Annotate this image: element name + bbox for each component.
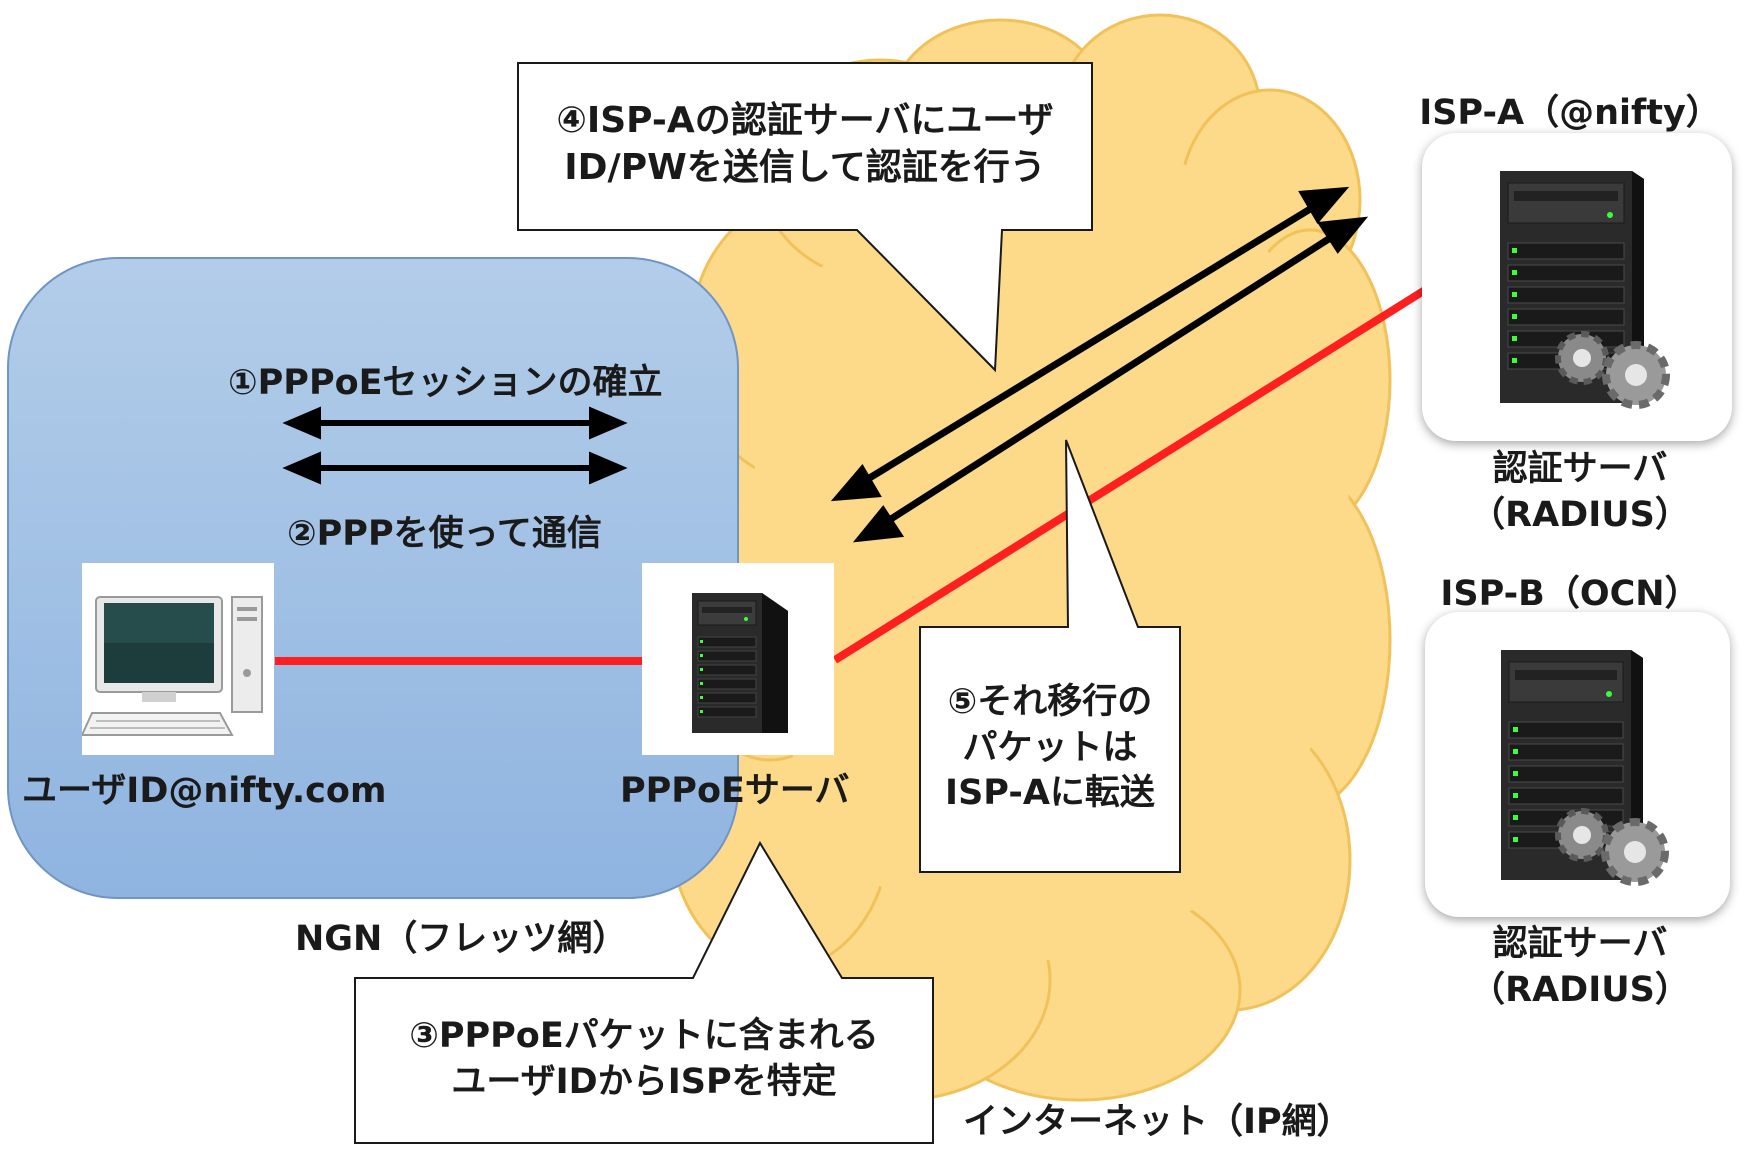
step4-text: ④ISP-Aの認証サーバにユーザ ID/PWを送信して認証を行う (518, 98, 1092, 192)
session-arrow-1 (282, 406, 628, 440)
desktop-computer-icon (80, 596, 263, 736)
ngn-label: NGN（フレッツ網） (295, 919, 628, 959)
session-arrow-2 (282, 451, 628, 485)
user-pc-label: ユーザID@nifty.com (22, 771, 387, 811)
isp-a-server-label-line2: （RADIUS） (1470, 494, 1690, 535)
isp-b-server-label-line2: （RADIUS） (1470, 969, 1690, 1010)
gear-icon (1601, 818, 1669, 886)
auth-arrow-2 (852, 216, 1369, 543)
auth-arrow-1 (830, 186, 1350, 502)
isp-b-server-node (1425, 612, 1730, 917)
callout-step3 (354, 840, 934, 1144)
isp-a-title: ISP-A（@nifty） (1419, 93, 1721, 133)
gear-icon (1555, 331, 1609, 385)
step5-line1: ⑤それ移行の (947, 682, 1153, 722)
step2-label: ②PPPを使って通信 (287, 514, 602, 554)
isp-b-server-label-line1: 認証サーバ (1492, 924, 1668, 964)
gear-icon (1555, 808, 1609, 862)
user-pc-node (80, 563, 274, 755)
step3-line1: ③PPPoEパケットに含まれる (409, 1016, 879, 1056)
step4-line2: ID/PWを送信して認証を行う (564, 146, 1046, 188)
isp-a-server-label: 認証サーバ （RADIUS） (1420, 447, 1740, 538)
step5-text: ⑤それ移行の パケットは ISP-Aに転送 (920, 680, 1180, 817)
step1-label: ①PPPoEセッションの確立 (228, 363, 663, 403)
tower-server-icon (1501, 650, 1669, 886)
step3-text: ③PPPoEパケットに含まれる ユーザIDからISPを特定 (355, 1014, 933, 1105)
isp-b-title: ISP-B（OCN） (1440, 574, 1700, 614)
pppoe-to-isp-a-link (832, 286, 1428, 664)
isp-a-server-label-line1: 認証サーバ (1492, 449, 1668, 489)
internet-label: インターネット（IP網） (963, 1102, 1352, 1142)
step5-line3: ISP-Aに転送 (945, 773, 1155, 813)
tower-server-icon (692, 593, 788, 733)
step3-line2: ユーザIDからISPを特定 (451, 1061, 837, 1102)
internet-cloud-fill (750, 120, 1350, 960)
step5-line2: パケットは (962, 727, 1138, 768)
step4-line1: ④ISP-Aの認証サーバにユーザ (556, 100, 1054, 141)
isp-a-server-node (1422, 133, 1732, 441)
callout-step4 (517, 62, 1093, 373)
pppoe-server-node (642, 563, 834, 755)
callout-step5 (919, 439, 1181, 873)
pppoe-server-label: PPPoEサーバ (620, 771, 850, 811)
tower-server-icon (1500, 171, 1670, 409)
gear-icon (1602, 341, 1670, 409)
isp-b-server-label: 認証サーバ （RADIUS） (1420, 922, 1740, 1013)
